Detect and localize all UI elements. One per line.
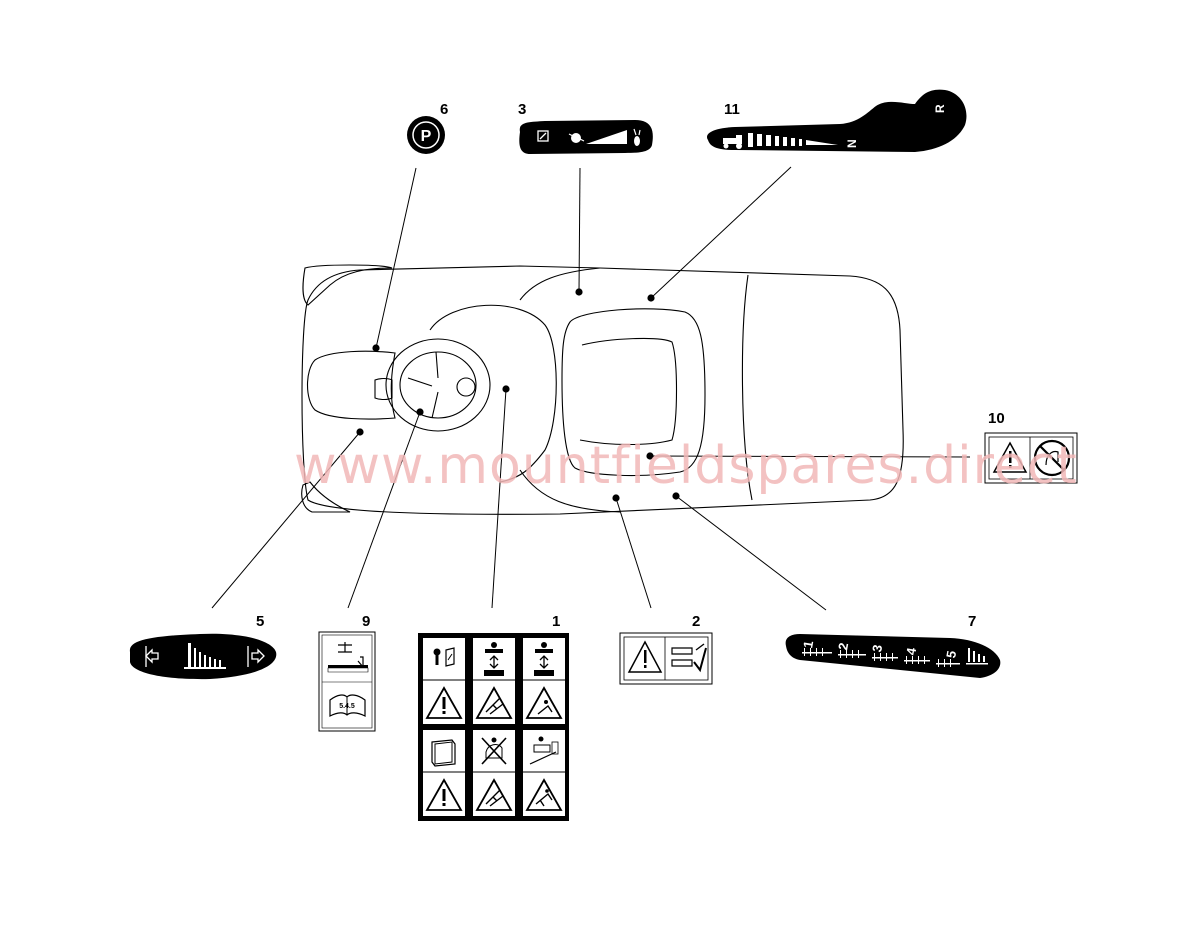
tractor-top-view [301, 264, 904, 515]
throttle-wedge-icon [586, 130, 627, 144]
warning-triangle-icon [627, 640, 663, 673]
grass-height-icon [184, 643, 226, 669]
slope-10-degree-icon [529, 736, 559, 765]
remove-key-icon [433, 647, 455, 667]
callout-2: 2 [692, 613, 700, 630]
callout-11: 11 [724, 101, 740, 118]
no-riders-icon [481, 737, 507, 765]
pictogram-cell [423, 730, 465, 816]
hand-crush-icon [671, 643, 707, 673]
callout-3: 3 [518, 101, 526, 118]
decal-6-parking-brake: P [407, 116, 445, 154]
decal-1-safety-grid [418, 633, 569, 821]
tractor-icon [723, 135, 742, 144]
decal-9-manual-reference: 5.4.5 [318, 631, 376, 732]
callout-7: 7 [968, 613, 976, 630]
choke-icon [537, 130, 549, 142]
mowing-icon [966, 648, 988, 665]
operator-lift-icon [484, 642, 504, 676]
parking-symbol: P [421, 128, 432, 145]
speed-bars [748, 133, 838, 147]
decal-7-gear-range: 1 2 3 4 5 [785, 634, 1001, 678]
read-manual-icon [431, 739, 456, 767]
gear-3-label: 3 [869, 644, 885, 654]
gear-scale-ticks [802, 648, 960, 667]
arrow-left-icon [145, 646, 159, 667]
blade-hazard-icon [475, 686, 513, 719]
blade-hazard-icon-2 [475, 778, 513, 811]
decal-5-cutting-height [129, 633, 277, 680]
callout-9: 9 [362, 613, 370, 630]
leader-lines [211, 166, 971, 611]
no-passenger-icon [1033, 439, 1071, 477]
gear-1-label: 1 [800, 640, 816, 650]
decal-11-speed-direction: N R [707, 89, 967, 152]
warning-triangle-icon [992, 441, 1028, 473]
callout-6: 6 [440, 101, 448, 118]
gear-5-label: 5 [943, 650, 959, 660]
warning-triangle-icon [425, 686, 463, 719]
warning-triangle-icon-2 [425, 778, 463, 811]
callout-numbers: 6 3 11 10 5 9 1 2 7 [256, 101, 1005, 630]
anchor-dots [356, 288, 680, 502]
neutral-label: N [845, 139, 859, 148]
decal-3-throttle [519, 120, 653, 154]
tortoise-icon [571, 133, 581, 143]
rollover-hazard-icon [525, 778, 563, 811]
gear-4-label: 4 [903, 646, 919, 656]
arrow-right-icon [247, 646, 265, 667]
manual-book-icon [329, 694, 366, 717]
pictogram-cell [423, 638, 465, 724]
reverse-label: R [933, 104, 947, 113]
callout-5: 5 [256, 613, 264, 630]
pictogram-cell [523, 730, 565, 816]
hare-icon [634, 136, 640, 146]
deck-adjust-icon [327, 642, 369, 673]
decal-2-warning-hand [619, 632, 713, 685]
gear-2-label: 2 [835, 642, 851, 652]
decal-10-warning-no-passengers [984, 432, 1078, 484]
callout-1: 1 [552, 613, 560, 630]
thrown-objects-icon [525, 686, 563, 719]
watermark: www.mountfieldspares.direct [294, 436, 1078, 496]
manual-ref-label: 5.4.5 [339, 703, 355, 710]
callout-10: 10 [988, 410, 1005, 427]
operator-lift-icon-2 [534, 642, 554, 676]
